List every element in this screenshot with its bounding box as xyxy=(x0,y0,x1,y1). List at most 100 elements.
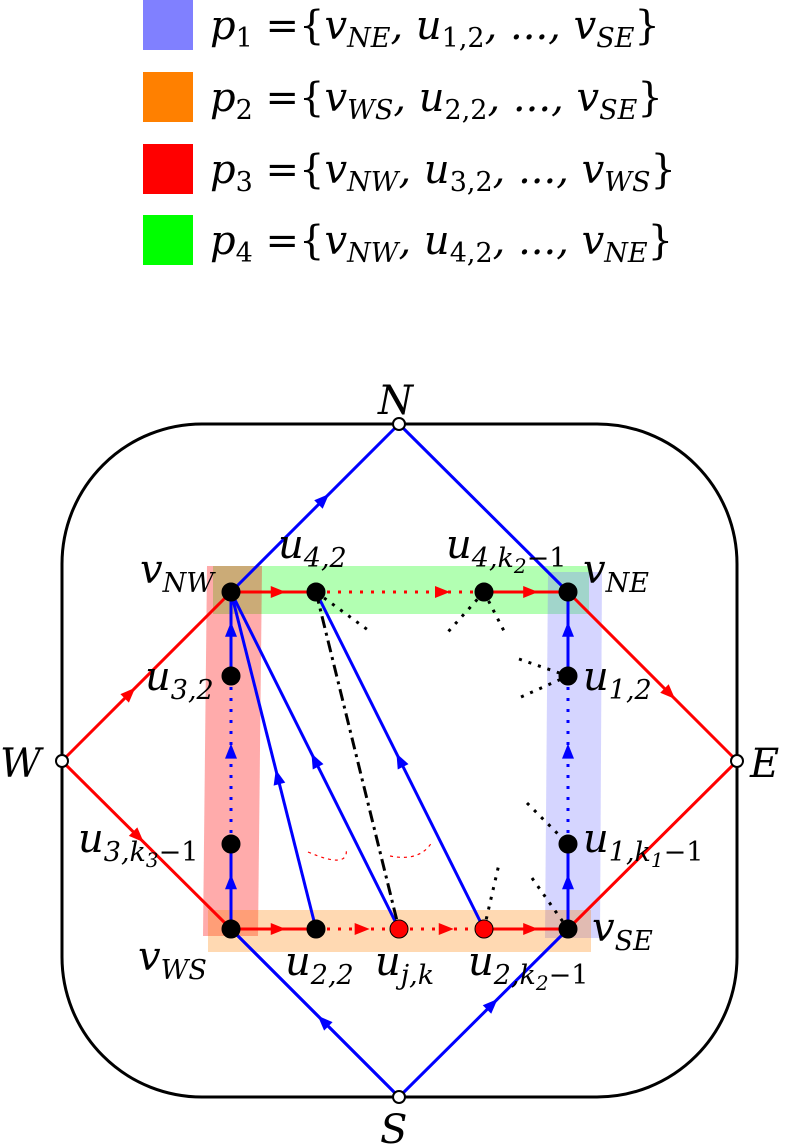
label-part: u xyxy=(278,522,304,568)
label-part: u xyxy=(375,939,401,985)
label-part: ={ xyxy=(253,218,325,264)
edge-u22-vNW xyxy=(229,591,318,930)
node-u2k xyxy=(474,919,494,939)
label-part: } xyxy=(648,218,673,264)
node-u22 xyxy=(306,919,326,939)
angle-arc xyxy=(307,847,347,861)
label-part: 2 xyxy=(535,971,549,995)
node-vNW xyxy=(221,582,241,602)
edge-u42-ujk-dashdot xyxy=(314,591,401,930)
label-part: 4,2 xyxy=(450,238,493,269)
label-part: , ..., v xyxy=(485,3,597,49)
node-label-N: N xyxy=(377,378,415,424)
terminal-node-E xyxy=(730,754,744,768)
label-part: SE xyxy=(615,926,653,957)
label-part: 4 xyxy=(236,238,253,269)
label-part: v xyxy=(324,75,347,121)
label-part: W xyxy=(0,741,44,787)
legend-label-p4: p4 ={vNW, u4,2, ..., vNE} xyxy=(210,218,673,269)
legend-label-p3: p3 ={vNW, u3,2, ..., vWS} xyxy=(210,147,676,198)
label-part: , ..., v xyxy=(493,218,605,264)
node-label-vNE: vNE xyxy=(583,547,649,599)
edge-S-vSE xyxy=(397,927,570,1099)
label-part: p xyxy=(210,3,236,49)
node-label-E: E xyxy=(749,741,779,787)
label-part: ={ xyxy=(253,3,325,49)
arrow-icon xyxy=(225,743,237,759)
label-part: 3 xyxy=(236,167,253,198)
label-part: NE xyxy=(603,238,648,269)
arrow-icon xyxy=(270,923,286,935)
arrow-icon xyxy=(270,586,286,598)
arrow-icon xyxy=(354,923,370,935)
arrow-icon xyxy=(317,1015,333,1031)
node-label-vNW: vNW xyxy=(140,547,216,599)
label-part: N xyxy=(377,378,415,424)
dotted-edge-stub xyxy=(315,590,373,635)
path-p1-highlight xyxy=(545,572,602,938)
arrow-icon xyxy=(435,586,450,598)
label-part: p xyxy=(210,75,236,121)
node-label-vSE: vSE xyxy=(592,905,653,957)
node-u32 xyxy=(221,666,241,686)
arrow-icon xyxy=(523,923,539,935)
label-part: −1 xyxy=(527,543,567,574)
node-label-u4k: u4,k2−1 xyxy=(446,522,566,578)
label-part: 3,k xyxy=(104,837,146,868)
label-part: 2,2 xyxy=(310,960,354,991)
legend-label-p1: p1 ={vNE, u1,2, ..., vSE} xyxy=(210,3,660,54)
label-part: 1 xyxy=(651,848,664,872)
label-part: } xyxy=(651,147,676,193)
label-part: p xyxy=(210,147,236,193)
arrow-icon xyxy=(523,586,539,598)
label-part: −1 xyxy=(159,837,199,868)
label-part: 4,2 xyxy=(303,543,347,574)
label-part: 2 xyxy=(236,95,253,126)
node-u42 xyxy=(306,582,326,602)
arrow-icon xyxy=(660,684,676,700)
arrow-icon xyxy=(438,923,454,935)
label-part: NE xyxy=(605,568,650,599)
arrow-icon xyxy=(482,998,498,1014)
label-part: 2 xyxy=(513,554,527,578)
label-part: WS xyxy=(161,955,207,986)
node-vWS xyxy=(221,919,241,939)
node-label-u12: u1,2 xyxy=(583,654,652,706)
label-part: u xyxy=(468,939,494,985)
node-u3k xyxy=(221,834,241,854)
arrow-icon xyxy=(562,874,574,890)
node-label-vWS: vWS xyxy=(138,934,207,986)
dotted-edge-stub xyxy=(530,877,570,930)
label-part: , ..., v xyxy=(488,75,600,121)
label-part: SE xyxy=(599,95,637,126)
label-part: 1,2 xyxy=(609,675,652,706)
label-part: WS xyxy=(604,167,650,198)
node-u12 xyxy=(558,666,578,686)
node-label-u42: u4,2 xyxy=(278,522,347,574)
angle-arc xyxy=(389,841,433,858)
terminal-node-W xyxy=(55,754,69,768)
label-part: −1 xyxy=(664,837,704,868)
node-label-S: S xyxy=(380,1107,407,1148)
arrow-icon xyxy=(311,753,324,770)
node-u1k xyxy=(558,834,578,854)
label-part: , u xyxy=(390,3,441,49)
arrow-icon xyxy=(314,493,330,509)
label-part: } xyxy=(634,3,659,49)
label-part: } xyxy=(637,75,662,121)
label-part: u xyxy=(145,654,171,700)
node-vNE xyxy=(558,582,578,602)
label-part: v xyxy=(324,147,347,193)
label-part: 1,k xyxy=(609,837,651,868)
label-part: , u xyxy=(398,218,449,264)
edge-vNE-E xyxy=(566,590,739,763)
legend-swatch-p1 xyxy=(143,0,193,50)
arrow-icon xyxy=(396,753,409,770)
dotted-edge-stub xyxy=(482,863,501,930)
label-part: 3,2 xyxy=(450,167,493,198)
label-part: NE xyxy=(346,23,391,54)
node-ujk xyxy=(389,919,409,939)
label-part: E xyxy=(749,741,779,787)
label-part: p xyxy=(210,218,236,264)
